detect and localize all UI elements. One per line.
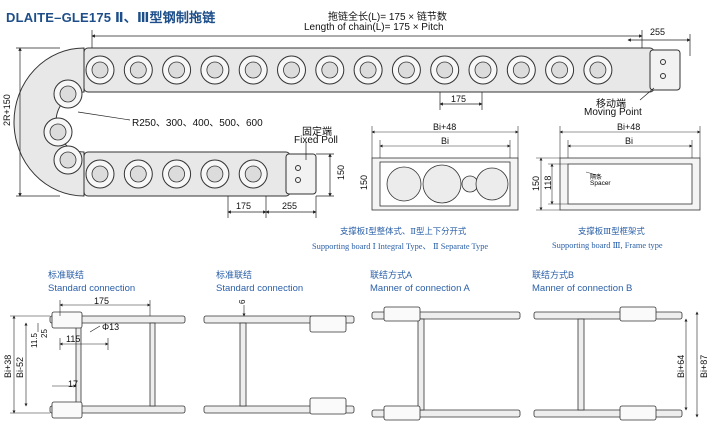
moving-point-cn: 移动端 [596,99,626,110]
chain-roller-hub [59,151,77,169]
board1-caption-cn: 支撑板Ⅰ型整体式、Ⅱ型上下分开式 [340,227,467,236]
chain-roller-hub [168,61,186,79]
conn-dim-6: 6 [238,299,247,304]
conn1-en: Standard connection [48,283,136,294]
chain-roller-hub [129,61,147,79]
chain-roller-hub [91,61,109,79]
fixed-end-cn: 固定端 [302,127,332,138]
conn-dim-bi64: Bi+64 [676,354,686,378]
chain-roller-hub [512,61,530,79]
chain-roller-hub [59,85,77,103]
conn-dim-bi87: Bi+87 [699,354,709,378]
chain-roller-hub [244,165,262,183]
board2-caption-cn: 支撑板Ⅲ型框架式 [578,227,645,236]
conn-dim-17: 17 [68,379,79,389]
conn4-cn: 联结方式B [532,270,575,280]
conn3-en: Manner of connection A [370,283,470,294]
chain-roller-hub [49,123,67,141]
radius-options: R250、300、400、500、600 [132,118,263,129]
conn2-en: Standard connection [216,283,304,294]
support-board-type-3 [536,126,701,211]
chain-length-cn: 拖链全长(L)= 175 × 链节数 [328,12,447,23]
conn-dim-25: 25 [40,329,49,338]
dim-255-top: 255 [650,27,666,37]
board2-height-outer: 150 [531,175,541,191]
conn2-cn: 标准联结 [216,270,253,280]
spacer-en: Spacer [590,180,611,187]
chain-rollers [43,55,613,189]
connection-dimension-lines [10,300,699,418]
chain-roller-hub [91,165,109,183]
chain-roller-hub [397,61,415,79]
board2-height-inner: 118 [543,175,553,190]
conn3-cn: 联结方式A [370,270,413,280]
chain-roller-hub [321,61,339,79]
dim-150-fixed: 150 [336,164,346,180]
chain-roller-hub [589,61,607,79]
dim-175-bottom: 175 [236,201,252,211]
board1-height: 150 [359,174,369,190]
conn-dim-bi38: Bi+38 [3,354,13,378]
conn-dim-115: 115 [66,334,81,344]
page-title: DLAITE–GLE175 Ⅱ、Ⅲ型钢制拖链 [6,10,216,25]
chain-length-en: Length of chain(L)= 175 × Pitch [304,22,444,33]
chain-roller-hub [129,165,147,183]
board1-caption-en: Supporting board Ⅰ Integral Type、 Ⅱ Sepa… [312,242,489,251]
conn-dim-bi52: Bi-52 [15,356,25,378]
moving-point-en: Moving Point [584,107,642,118]
support-board-type-1 [371,126,519,211]
fixed-end-en: Fixed Poll [294,135,338,146]
board2-caption-en: Supporting board Ⅲ, Frame type [552,241,663,250]
conn4-en: Manner of connection B [532,283,633,294]
chain-roller-hub [206,165,224,183]
chain-roller-hub [474,61,492,79]
connection-views [49,306,683,421]
chain-roller-hub [283,61,300,79]
dim-255-bottom: 255 [282,201,298,211]
chain-roller-hub [551,61,568,79]
dim-2r-150: 2R+150 [2,94,12,126]
chain-roller-hub [206,61,224,79]
spacer-cn: 隔条 [590,175,603,181]
conn-dim-175: 175 [94,296,110,306]
conn1-cn: 标准联结 [48,270,85,280]
dim-175-mid: 175 [451,94,467,104]
top-dimension-lines [16,30,691,218]
conn-dim-phi13: Φ13 [102,322,120,332]
chain-roller-hub [436,61,454,79]
chain-roller-hub [244,61,262,79]
board1-width-inner: Bi [441,136,450,146]
chain-roller-hub [359,61,377,79]
chain-roller-hub [168,165,186,183]
conn-dim-11-5: 11.5 [30,333,39,348]
board2-width-outer: Bi+48 [617,122,641,132]
board2-width-inner: Bi [625,136,634,146]
board1-width-outer: Bi+48 [433,122,457,132]
